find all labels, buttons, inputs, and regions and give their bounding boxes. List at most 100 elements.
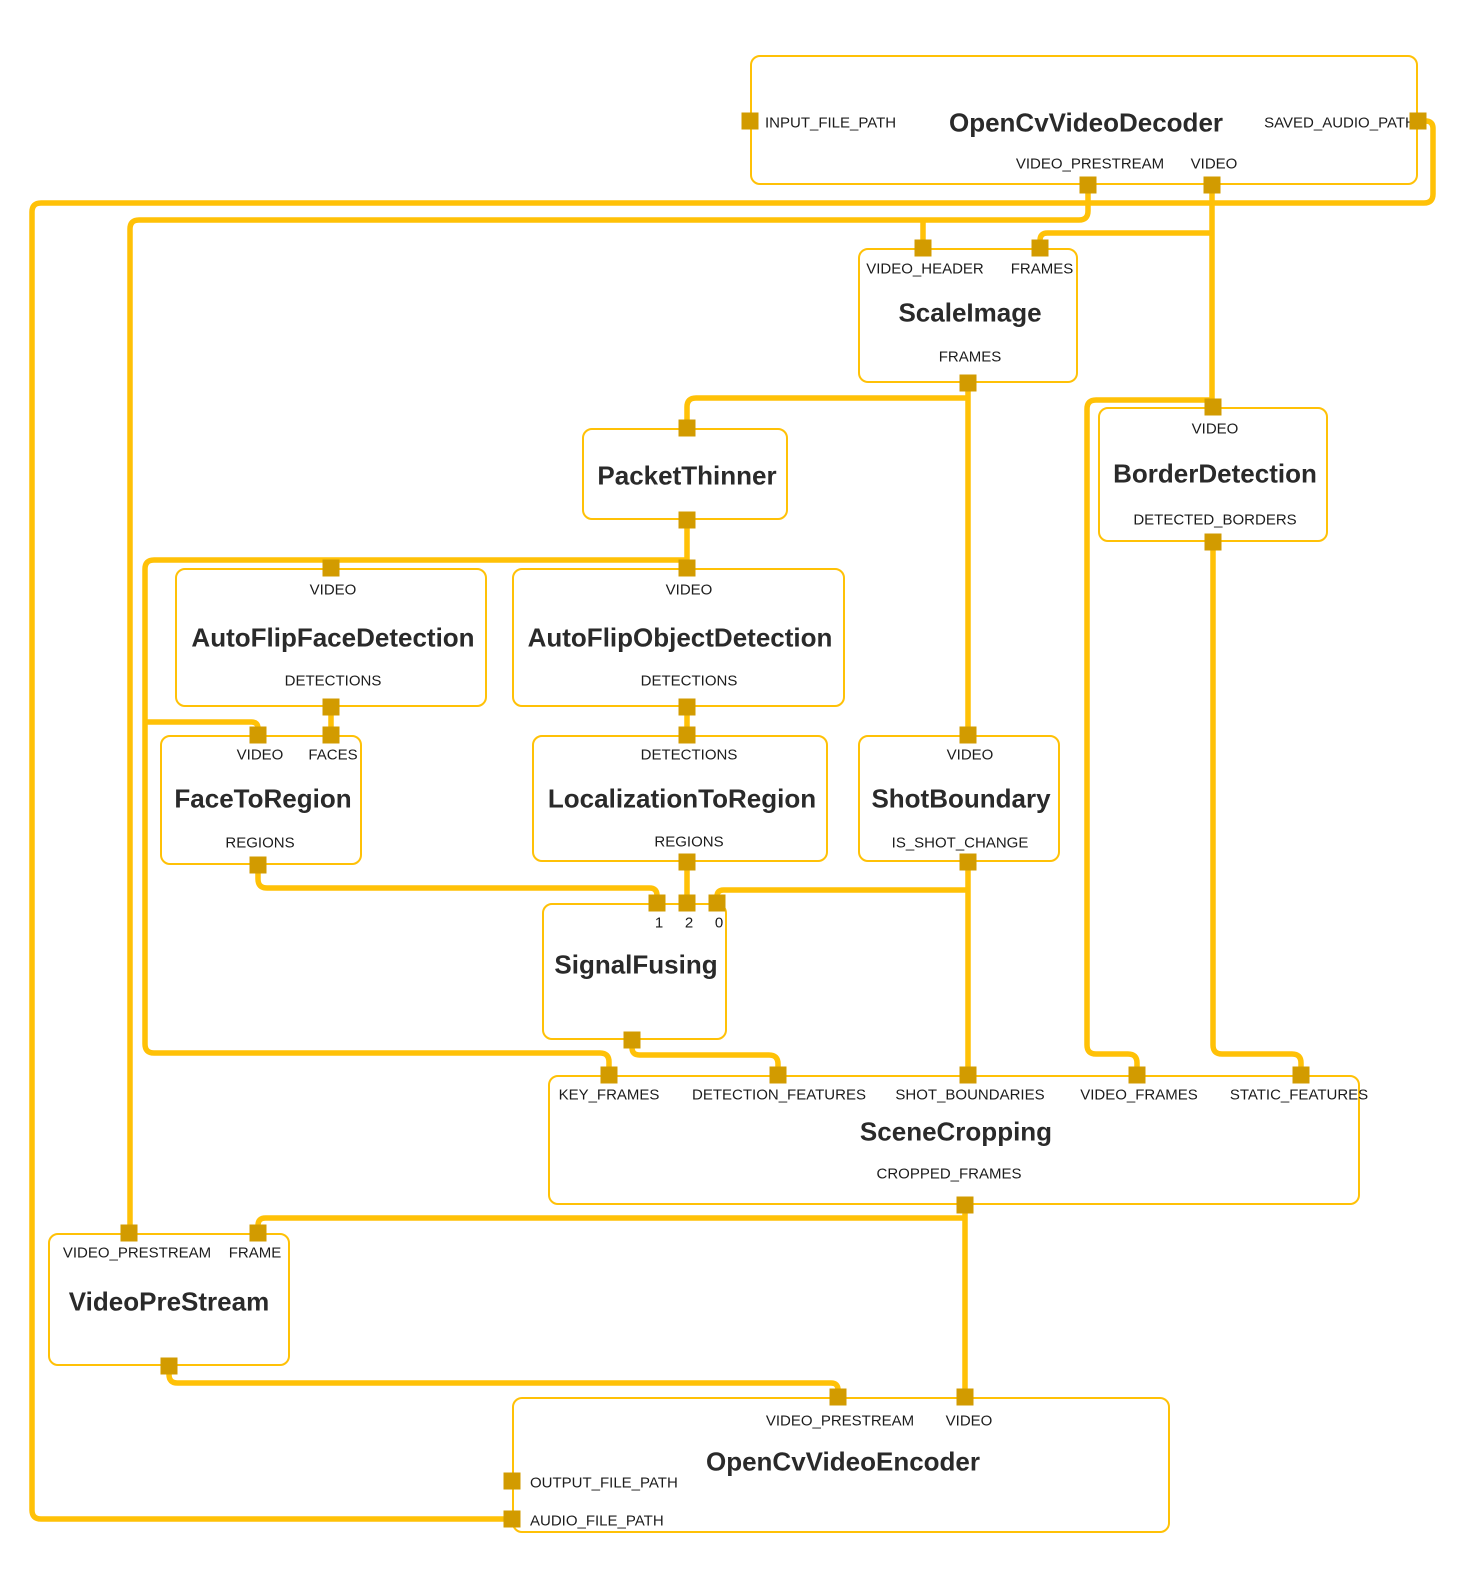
edge-fused-regions (629, 1040, 781, 1075)
port-signalfusing-out[interactable] (623, 1031, 641, 1049)
node-title: AutoFlipObjectDetection (527, 622, 833, 653)
port-label-video: VIDEO (665, 581, 713, 599)
port-localizationtoregion-regions[interactable] (678, 853, 696, 871)
port-label-shot-boundaries: SHOT_BOUNDARIES (895, 1086, 1045, 1104)
port-decoder-input-file-path[interactable] (741, 112, 759, 130)
edge-saved-audio-path (29, 118, 1436, 1522)
port-scenecropping-video-frames[interactable] (1128, 1066, 1146, 1084)
port-label-frames-out: FRAMES (938, 348, 1002, 366)
port-label-frame: FRAME (228, 1244, 282, 1262)
port-label-video: VIDEO (945, 1412, 993, 1430)
port-facetoregion-regions[interactable] (249, 856, 267, 874)
port-scenecropping-static-features[interactable] (1292, 1066, 1310, 1084)
port-scenecropping-shot-boundaries[interactable] (959, 1066, 977, 1084)
port-decoder-video[interactable] (1203, 176, 1221, 194)
port-encoder-video-prestream[interactable] (829, 1388, 847, 1406)
node-title: AutoFlipFaceDetection (191, 622, 475, 653)
node-opencvvideoencoder[interactable]: VIDEO_PRESTREAM VIDEO OpenCvVideoEncoder… (512, 1397, 1170, 1533)
port-signalfusing-2[interactable] (678, 894, 696, 912)
node-shotboundary[interactable]: VIDEO ShotBoundary IS_SHOT_CHANGE (858, 735, 1060, 862)
node-title: OpenCvVideoDecoder (948, 107, 1224, 138)
port-label-video-prestream: VIDEO_PRESTREAM (62, 1244, 212, 1262)
port-facedetection-detections[interactable] (322, 698, 340, 716)
port-label-video-prestream: VIDEO_PRESTREAM (1015, 155, 1165, 173)
port-label-detected-borders: DETECTED_BORDERS (1133, 511, 1297, 529)
node-opencvvideodecoder[interactable]: OpenCvVideoDecoder INPUT_FILE_PATH SAVED… (750, 55, 1418, 185)
edge-shot-change-fuse (714, 887, 968, 903)
port-label-regions: REGIONS (225, 834, 295, 852)
node-videoprestream[interactable]: VIDEO_PRESTREAM FRAME VideoPreStream (48, 1233, 290, 1366)
port-label-detections: DETECTIONS (640, 672, 738, 690)
port-facetoregion-video[interactable] (249, 726, 267, 744)
port-label-static-features: STATIC_FEATURES (1229, 1086, 1369, 1104)
node-borderdetection[interactable]: VIDEO BorderDetection DETECTED_BORDERS (1098, 407, 1328, 542)
port-encoder-audio-file-path[interactable] (503, 1510, 521, 1528)
edge-detected-borders (1210, 542, 1304, 1075)
port-encoder-video[interactable] (956, 1388, 974, 1406)
node-title: SignalFusing (554, 949, 718, 980)
edge-video-header (127, 185, 1091, 1233)
port-label-detection-features: DETECTION_FEATURES (692, 1086, 866, 1104)
port-objectdetection-video[interactable] (678, 559, 696, 577)
edge-prestream-out (166, 1366, 841, 1397)
port-facetoregion-faces[interactable] (322, 726, 340, 744)
edge-frames-thinner (684, 395, 968, 428)
port-label-is-shot-change: IS_SHOT_CHANGE (891, 834, 1029, 852)
port-signalfusing-0[interactable] (708, 894, 726, 912)
node-localizationtoregion[interactable]: DETECTIONS LocalizationToRegion REGIONS (532, 735, 828, 862)
port-encoder-output-file-path[interactable] (503, 1472, 521, 1490)
node-scaleimage[interactable]: VIDEO_HEADER FRAMES ScaleImage FRAMES (858, 248, 1078, 383)
port-label-video: VIDEO (946, 746, 994, 764)
port-signalfusing-1[interactable] (648, 894, 666, 912)
port-label-video: VIDEO (236, 746, 284, 764)
node-autoflipobjectdetection[interactable]: VIDEO AutoFlipObjectDetection DETECTIONS (512, 568, 845, 707)
port-videoprestream-video-prestream[interactable] (120, 1224, 138, 1242)
edge-video-raw-scale (1037, 230, 1212, 248)
edge-thinned-keyframes (142, 557, 687, 1075)
port-borderdetection-video[interactable] (1204, 398, 1222, 416)
node-autoflipfacedetection[interactable]: VIDEO AutoFlipFaceDetection DETECTIONS (175, 568, 487, 707)
node-title: SceneCropping (859, 1116, 1053, 1147)
port-label-video-prestream: VIDEO_PRESTREAM (765, 1412, 915, 1430)
port-scenecropping-cropped-frames[interactable] (956, 1196, 974, 1214)
port-label-faces: FACES (308, 746, 358, 764)
port-shotboundary-is-shot-change[interactable] (959, 853, 977, 871)
port-scaleimage-video-header[interactable] (914, 239, 932, 257)
port-decoder-saved-audio-path[interactable] (1409, 112, 1427, 130)
port-videoprestream-frame[interactable] (249, 1224, 267, 1242)
node-title: PacketThinner (597, 460, 777, 491)
node-packetthinner[interactable]: PacketThinner (582, 428, 788, 520)
port-objectdetection-detections[interactable] (678, 698, 696, 716)
port-packetthinner-out[interactable] (678, 511, 696, 529)
node-title: ShotBoundary (871, 783, 1051, 814)
edge-video-raw-crop (1084, 397, 1212, 1075)
port-scaleimage-frames-in[interactable] (1031, 239, 1049, 257)
port-label-video: VIDEO (1190, 155, 1238, 173)
port-scenecropping-detection-features[interactable] (769, 1066, 787, 1084)
port-localizationtoregion-detections[interactable] (678, 726, 696, 744)
node-scenecropping[interactable]: KEY_FRAMES DETECTION_FEATURES SHOT_BOUND… (548, 1075, 1368, 1205)
port-shotboundary-video[interactable] (959, 726, 977, 744)
port-label-regions: REGIONS (654, 833, 724, 851)
port-label-input-file-path: INPUT_FILE_PATH (765, 114, 897, 132)
port-packetthinner-in[interactable] (678, 419, 696, 437)
port-facedetection-video[interactable] (322, 559, 340, 577)
port-borderdetection-detected-borders[interactable] (1204, 533, 1222, 551)
port-label-detections: DETECTIONS (284, 672, 382, 690)
port-videoprestream-out[interactable] (160, 1357, 178, 1375)
node-facetoregion[interactable]: VIDEO FACES FaceToRegion REGIONS (160, 735, 362, 865)
port-label-0: 0 (714, 914, 724, 932)
port-scenecropping-key-frames[interactable] (600, 1066, 618, 1084)
port-label-1: 1 (654, 914, 664, 932)
node-title: VideoPreStream (68, 1286, 270, 1317)
port-decoder-video-prestream[interactable] (1079, 176, 1097, 194)
port-label-key-frames: KEY_FRAMES (558, 1086, 660, 1104)
port-label-video: VIDEO (309, 581, 357, 599)
node-signalfusing[interactable]: 1 2 0 SignalFusing (542, 903, 727, 1040)
port-label-saved-audio-path: SAVED_AUDIO_PATH (1264, 114, 1416, 132)
port-label-audio-file-path: AUDIO_FILE_PATH (530, 1512, 664, 1530)
port-scaleimage-frames-out[interactable] (959, 374, 977, 392)
port-label-video-header: VIDEO_HEADER (866, 260, 984, 278)
node-title: ScaleImage (898, 297, 1042, 328)
